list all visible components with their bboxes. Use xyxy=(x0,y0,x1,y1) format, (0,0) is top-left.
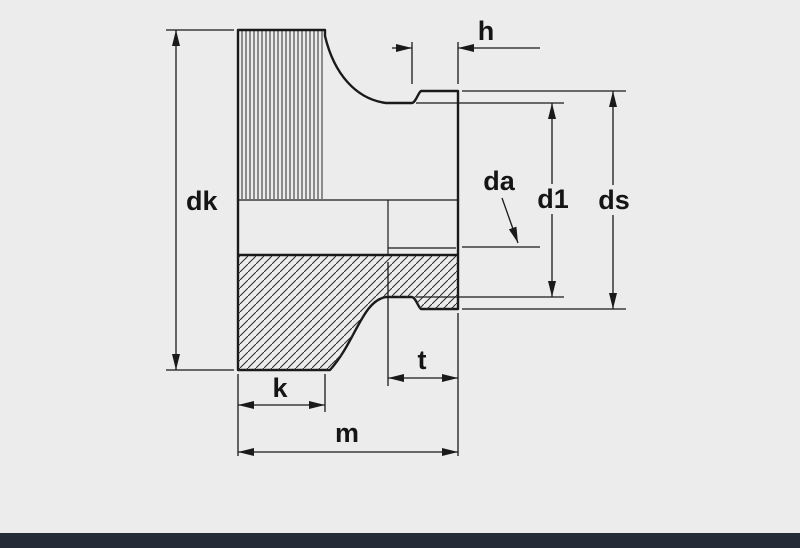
label-d1-mask xyxy=(533,184,573,214)
label-k: k xyxy=(272,373,288,403)
dimension-labels: h dk da d1 ds k t m xyxy=(186,16,634,448)
label-da: da xyxy=(483,166,515,196)
dimension-t xyxy=(387,262,459,456)
label-ds: ds xyxy=(598,185,630,215)
knurl-texture xyxy=(239,31,324,199)
label-h: h xyxy=(478,16,495,46)
outline-upper-half xyxy=(236,28,460,200)
dimension-dk xyxy=(166,29,234,371)
label-t: t xyxy=(418,345,427,375)
bottom-bar xyxy=(0,533,800,548)
da-leader-arrow xyxy=(501,197,519,244)
label-dk: dk xyxy=(186,186,218,216)
dimension-h xyxy=(392,42,540,84)
label-m: m xyxy=(335,418,359,448)
label-d1: d1 xyxy=(537,184,569,214)
dimensions xyxy=(166,29,626,456)
dimension-da xyxy=(462,197,540,248)
section-hatching xyxy=(238,255,458,370)
label-ds-mask xyxy=(594,185,634,215)
dimension-k xyxy=(237,374,326,456)
part-geometry xyxy=(236,28,460,372)
